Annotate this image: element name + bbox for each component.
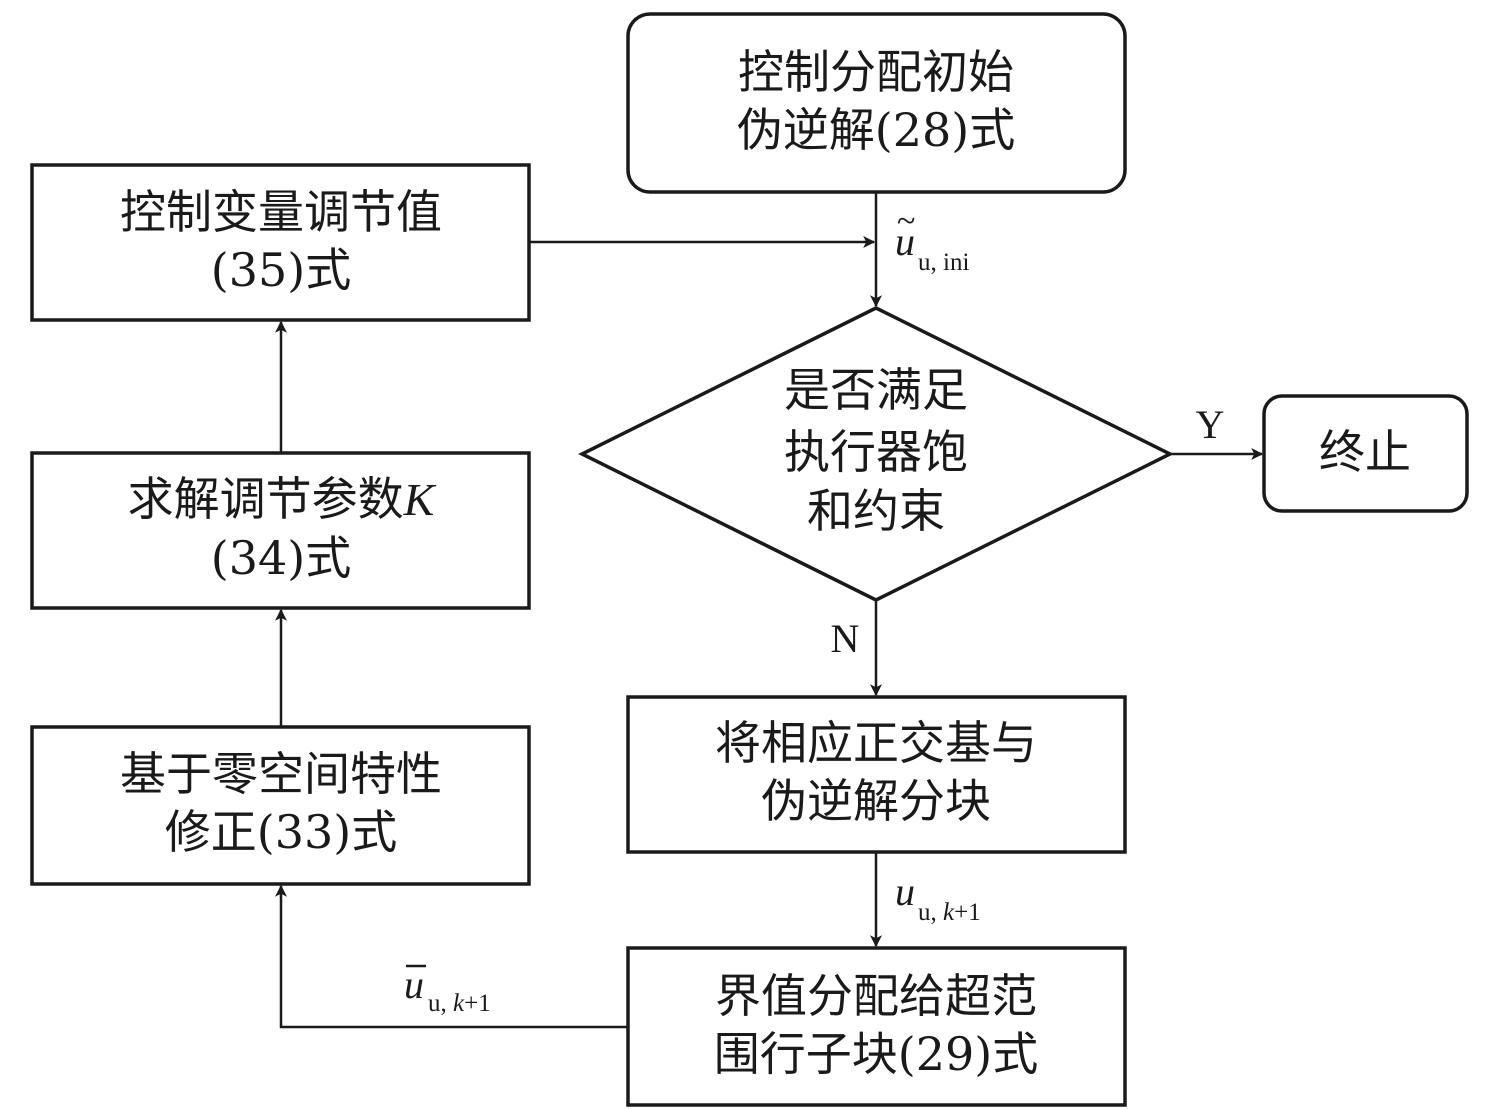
yes-label: Y (1196, 402, 1225, 447)
bound-line2: 围行子块(29)式 (714, 1027, 1038, 1081)
u-k1-sub-b: +1 (954, 899, 981, 926)
ubar-k1-label: u u, k+1 (404, 962, 491, 1017)
bound-allocation-node: 界值分配给超范 围行子块(29)式 (626, 946, 1127, 1107)
correct-line2: 修正(33)式 (165, 805, 397, 859)
u-ini-label: u ~ u, ini (895, 203, 969, 276)
start-line2: 伪逆解(28)式 (737, 103, 1015, 157)
decision-line1: 是否满足 (784, 363, 968, 417)
decision-node: 是否满足 执行器饱 和约束 (578, 306, 1174, 602)
adjust-line2: (35)式 (211, 243, 351, 297)
null-space-correction-node: 基于零空间特性 修正(33)式 (30, 725, 531, 886)
u-k1-subscript: u, k+1 (918, 899, 981, 926)
u-ini-accent: ~ (897, 203, 915, 240)
correct-line1: 基于零空间特性 (120, 747, 442, 801)
decision-line2: 执行器饱 (784, 425, 968, 479)
solve-line1-text: 求解调节参数 (128, 472, 404, 526)
ubar-k1-sub-b: +1 (464, 990, 491, 1017)
solve-line1-symbol: K (403, 474, 437, 525)
no-label: N (831, 616, 860, 661)
bound-to-correction-arrow (275, 884, 628, 1029)
u-k1-symbol: u (895, 869, 915, 914)
block-line2: 伪逆解分块 (761, 774, 991, 828)
ubar-k1-sub-k: k (453, 990, 465, 1017)
block-line1: 将相应正交基与 (715, 716, 1037, 770)
u-k1-label: u u, k+1 (895, 869, 981, 926)
ubar-k1-sub-a: u, (428, 990, 453, 1017)
solve-line2: (34)式 (211, 531, 351, 585)
u-k1-sub-k: k (943, 899, 955, 926)
ubar-k1-subscript: u, k+1 (428, 990, 491, 1017)
solve-parameter-node: 求解调节参数K (34)式 (30, 451, 531, 610)
u-ini-subscript: u, ini (918, 249, 969, 276)
adjust-line1: 控制变量调节值 (120, 185, 442, 239)
ubar-k1-symbol: u (404, 962, 424, 1007)
bound-line1: 界值分配给超范 (715, 969, 1037, 1023)
u-ini-symbol: u (895, 219, 915, 264)
block-partition-node: 将相应正交基与 伪逆解分块 (626, 695, 1127, 854)
solve-line1: 求解调节参数K (128, 472, 437, 526)
start-node: 控制分配初始 伪逆解(28)式 (626, 12, 1127, 194)
u-k1-sub-a: u, (918, 899, 943, 926)
start-line1: 控制分配初始 (738, 45, 1014, 99)
decision-line3: 和约束 (807, 484, 945, 538)
adjust-value-node: 控制变量调节值 (35)式 (30, 163, 531, 322)
terminate-label: 终止 (1319, 425, 1411, 479)
terminate-node: 终止 (1262, 394, 1469, 513)
